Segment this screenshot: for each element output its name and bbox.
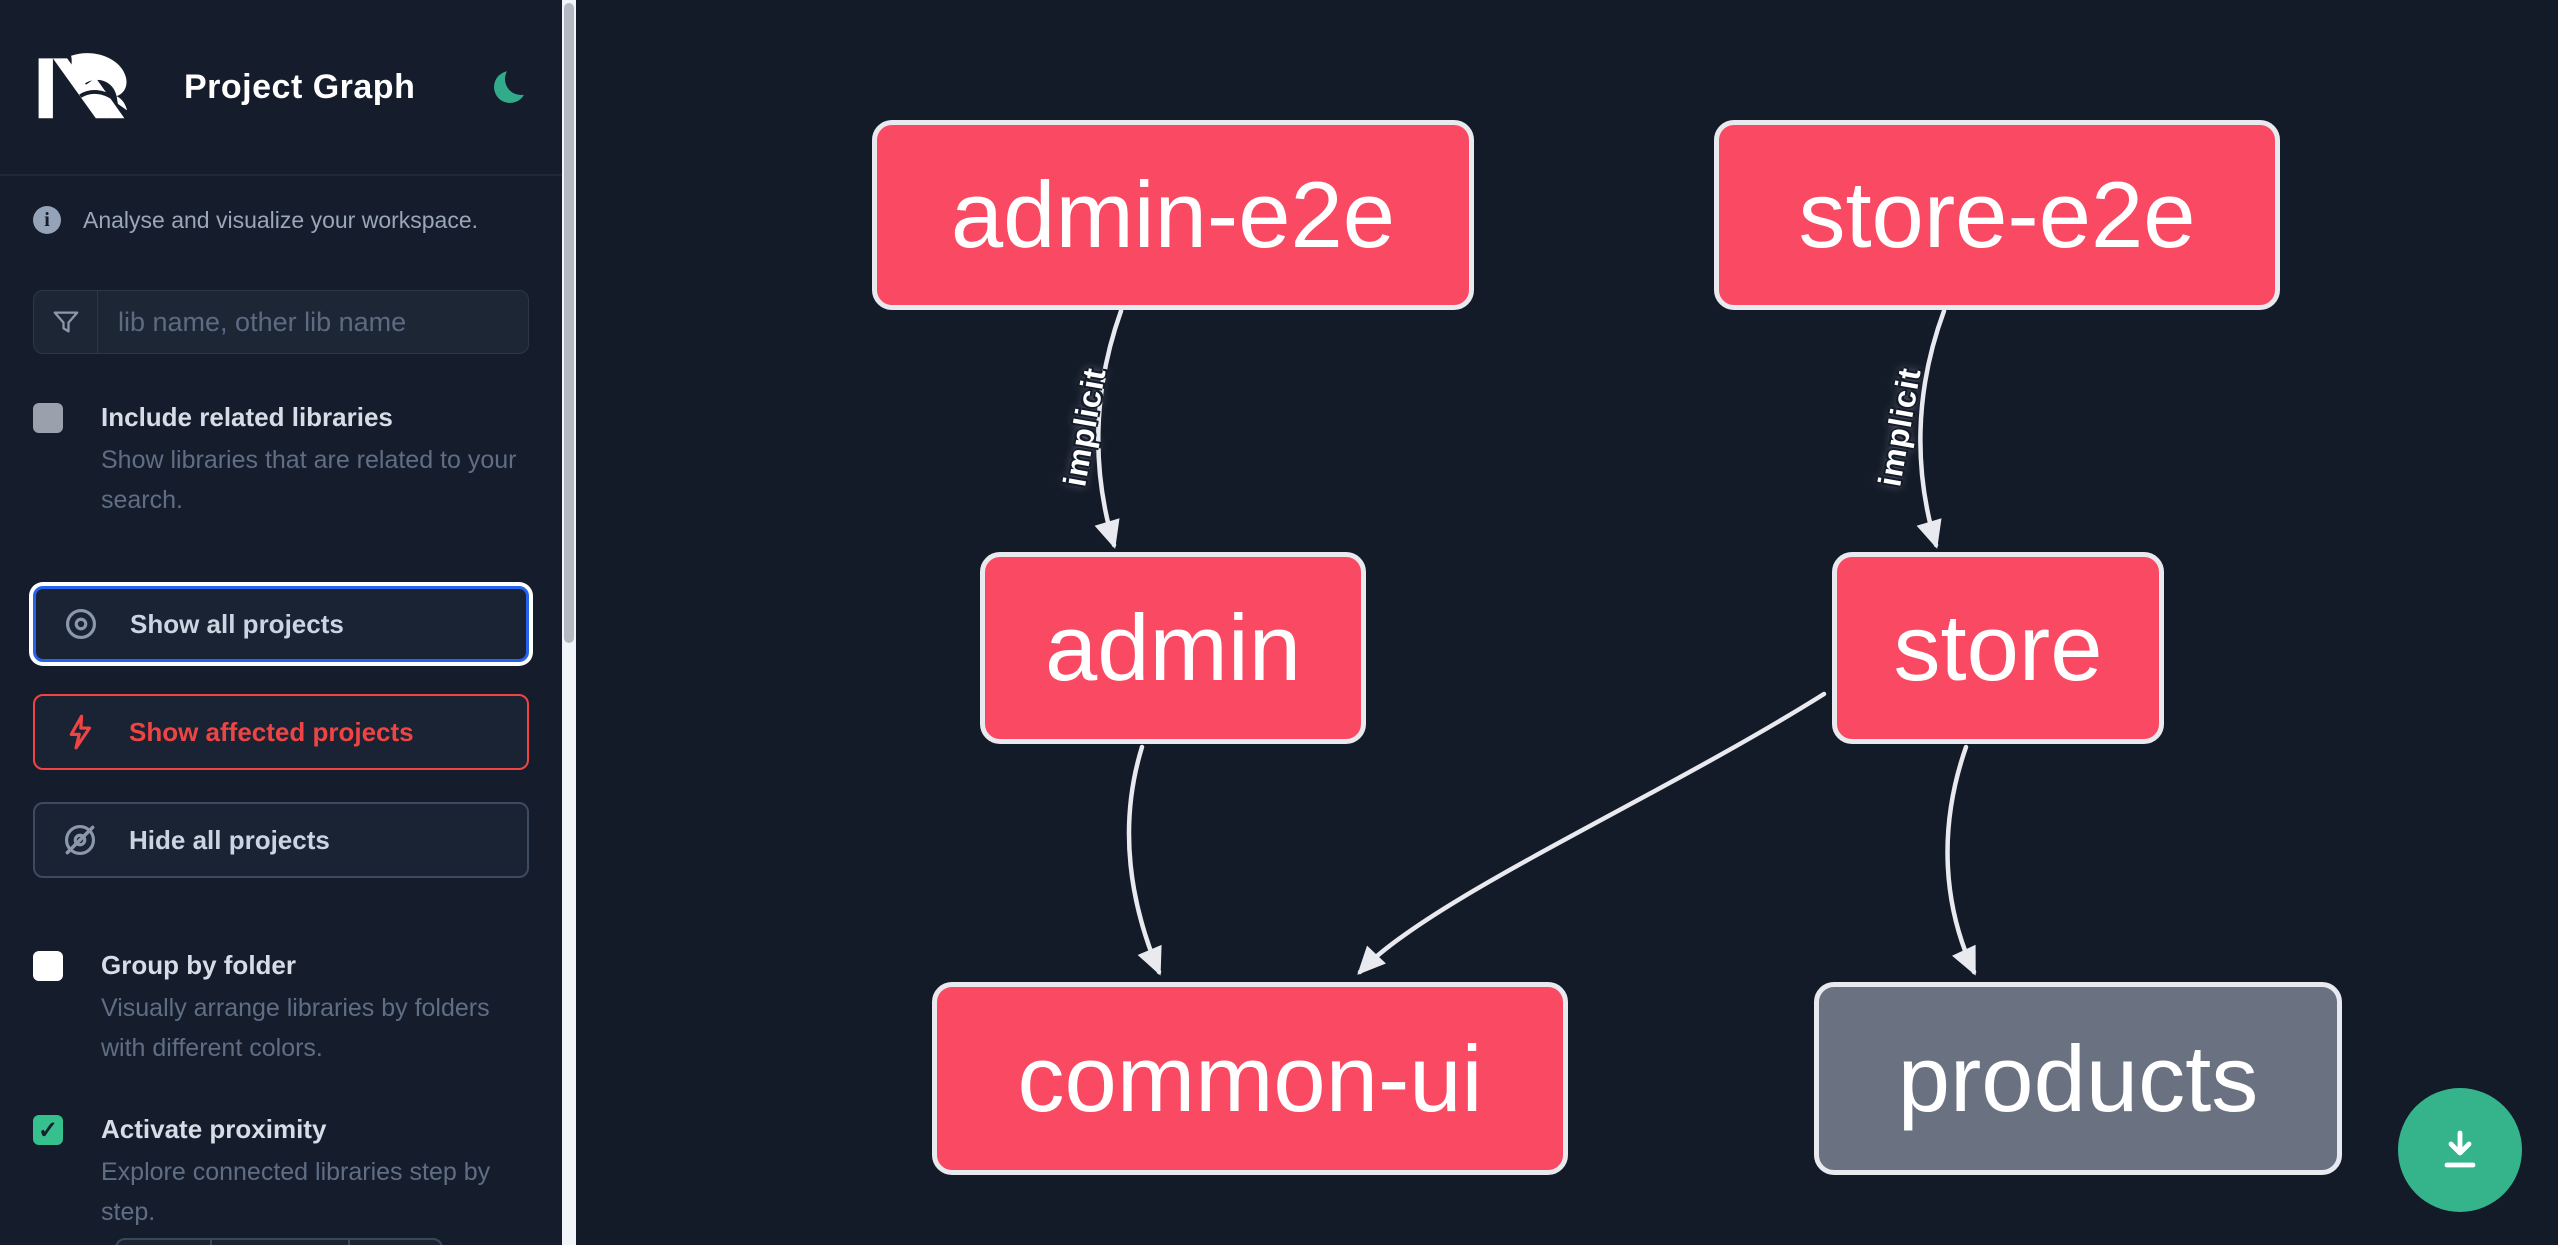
graph-node-admin-e2e[interactable]: admin-e2e [872, 120, 1474, 310]
hide-all-projects-button[interactable]: Hide all projects [33, 802, 529, 878]
filter-icon [34, 291, 98, 353]
nx-logo-icon [38, 53, 127, 119]
edge-admin-common-ui [1126, 744, 1162, 976]
checkmark-icon: ✓ [37, 1116, 59, 1144]
graph-node-store-e2e[interactable]: store-e2e [1714, 120, 2280, 310]
lightning-bolt-icon [69, 714, 92, 750]
node-label: store-e2e [1798, 162, 2196, 267]
node-label: products [1897, 1025, 2259, 1131]
activate-proximity-checkbox[interactable]: ✓ [33, 1115, 63, 1145]
option-label: Include related libraries [101, 402, 393, 432]
option-include-related: Include related libraries Show libraries… [0, 400, 562, 520]
edge-admin-e2e-admin [1094, 308, 1124, 549]
stepper-value [212, 1240, 350, 1245]
search-input[interactable] [98, 291, 528, 353]
button-label: Show all projects [130, 608, 344, 639]
graph-node-store[interactable]: store [1832, 552, 2164, 744]
info-icon: i [33, 206, 61, 234]
sidebar-header: Project Graph [0, 0, 562, 176]
sidebar: Project Graph i Analyse and visualize yo… [0, 0, 562, 1245]
option-activate-proximity: ✓ Activate proximity Explore connected l… [0, 1112, 562, 1232]
download-icon [2444, 1130, 2476, 1168]
edge-store-products [1945, 744, 1977, 976]
group-by-folder-checkbox[interactable] [33, 951, 63, 981]
node-label: admin-e2e [950, 162, 1396, 267]
edge-store-common-ui [1357, 691, 1827, 975]
button-label: Hide all projects [129, 824, 330, 855]
edge-store-e2e-store [1916, 308, 1947, 549]
include-related-checkbox[interactable] [33, 403, 63, 433]
tagline-row: i Analyse and visualize your workspace. [0, 206, 562, 234]
button-label: Show affected projects [129, 716, 414, 747]
sidebar-scrollbar-thumb[interactable] [564, 3, 574, 643]
eye-icon [65, 608, 97, 640]
download-image-button[interactable] [2398, 1088, 2522, 1212]
option-group-by-folder: Group by folder Visually arrange librari… [0, 948, 562, 1068]
option-label: Group by folder [101, 950, 296, 980]
page-title: Project Graph [184, 67, 416, 106]
search-box [33, 290, 529, 354]
graph-node-products[interactable]: products [1814, 982, 2342, 1175]
option-description: Visually arrange libraries by folders wi… [101, 994, 490, 1062]
tagline-text: Analyse and visualize your workspace. [83, 206, 479, 233]
stepper-decrement[interactable] [117, 1240, 212, 1245]
option-description: Explore connected libraries step by step… [101, 1158, 491, 1226]
show-all-projects-button[interactable]: Show all projects [33, 586, 529, 662]
show-affected-projects-button[interactable]: Show affected projects [33, 694, 529, 770]
sidebar-scrollbar-track[interactable] [562, 0, 576, 1245]
node-label: common-ui [1017, 1025, 1483, 1131]
node-label: admin [1044, 595, 1302, 700]
graph-node-admin[interactable]: admin [980, 552, 1366, 744]
option-label: Activate proximity [101, 1114, 327, 1144]
node-label: store [1893, 595, 2103, 700]
eye-off-icon [64, 824, 96, 856]
option-description: Show libraries that are related to your … [101, 446, 517, 514]
graph-node-common-ui[interactable]: common-ui [932, 982, 1568, 1175]
